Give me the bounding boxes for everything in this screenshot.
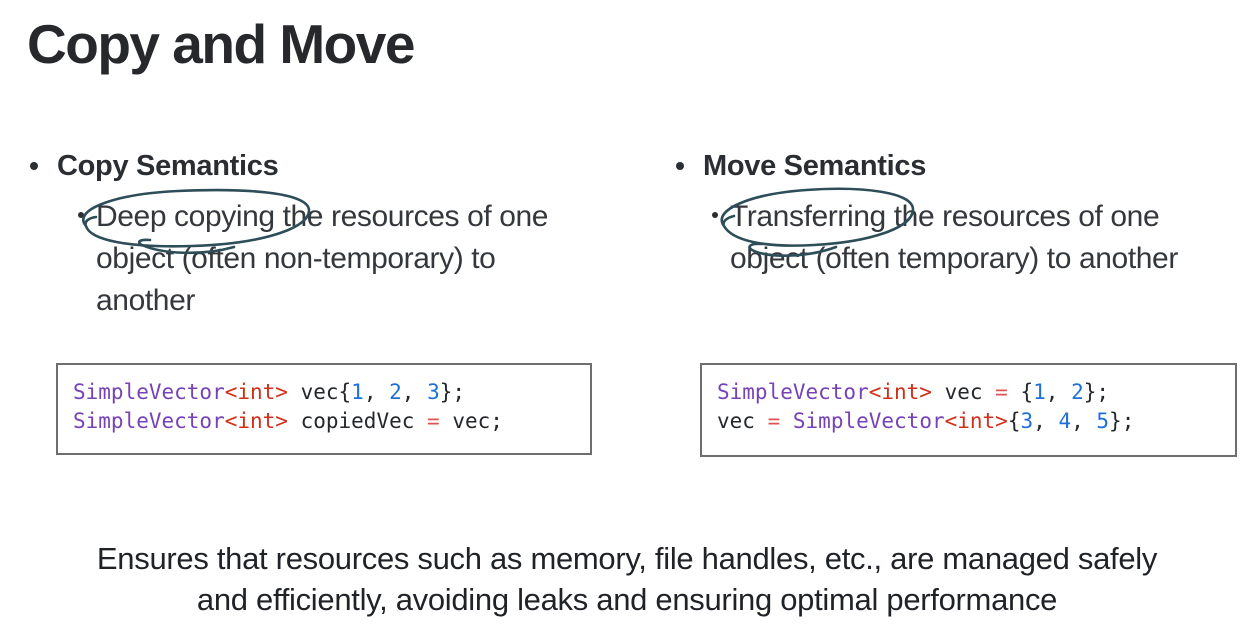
- move-semantics-code-block: SimpleVector<int> vec = {1, 2}; vec = Sim…: [700, 363, 1237, 457]
- code-line: vec = SimpleVector<int>{3, 4, 5};: [717, 409, 1135, 433]
- copy-semantics-body-row: Deep copying the resources of one object…: [78, 196, 548, 322]
- copy-semantics-heading: Copy Semantics: [57, 150, 279, 182]
- body-line: Deep copying the resources of one: [96, 200, 549, 233]
- move-semantics-body: Transferring the resources of one object…: [730, 196, 1178, 280]
- summary-line: and efficiently, avoiding leaks and ensu…: [196, 582, 1058, 617]
- code-line: SimpleVector<int> vec{1, 2, 3};: [73, 380, 466, 404]
- bullet-dot: [712, 212, 718, 218]
- code-line: SimpleVector<int> vec = {1, 2};: [717, 380, 1110, 404]
- bullet-dot: [676, 162, 684, 170]
- summary-text: Ensures that resources such as memory, f…: [0, 538, 1254, 620]
- body-line: another: [96, 284, 195, 317]
- copy-semantics-code-block: SimpleVector<int> vec{1, 2, 3}; SimpleVec…: [56, 363, 592, 455]
- body-line: object (often temporary) to another: [730, 242, 1178, 275]
- move-semantics-body-row: Transferring the resources of one object…: [712, 196, 1178, 280]
- move-semantics-heading: Move Semantics: [703, 150, 927, 182]
- code-line: SimpleVector<int> copiedVec = vec;: [73, 409, 503, 433]
- copy-semantics-body: Deep copying the resources of one object…: [96, 196, 548, 322]
- bullet-dot: [30, 162, 38, 170]
- body-line: object (often non-temporary) to: [96, 242, 496, 275]
- body-line: Transferring the resources of one: [730, 200, 1160, 233]
- slide-title: Copy and Move: [27, 13, 415, 75]
- bullet-dot: [78, 212, 84, 218]
- summary-line: Ensures that resources such as memory, f…: [96, 541, 1158, 576]
- copy-semantics-heading-row: Copy Semantics: [30, 150, 279, 182]
- move-semantics-heading-row: Move Semantics: [676, 150, 926, 182]
